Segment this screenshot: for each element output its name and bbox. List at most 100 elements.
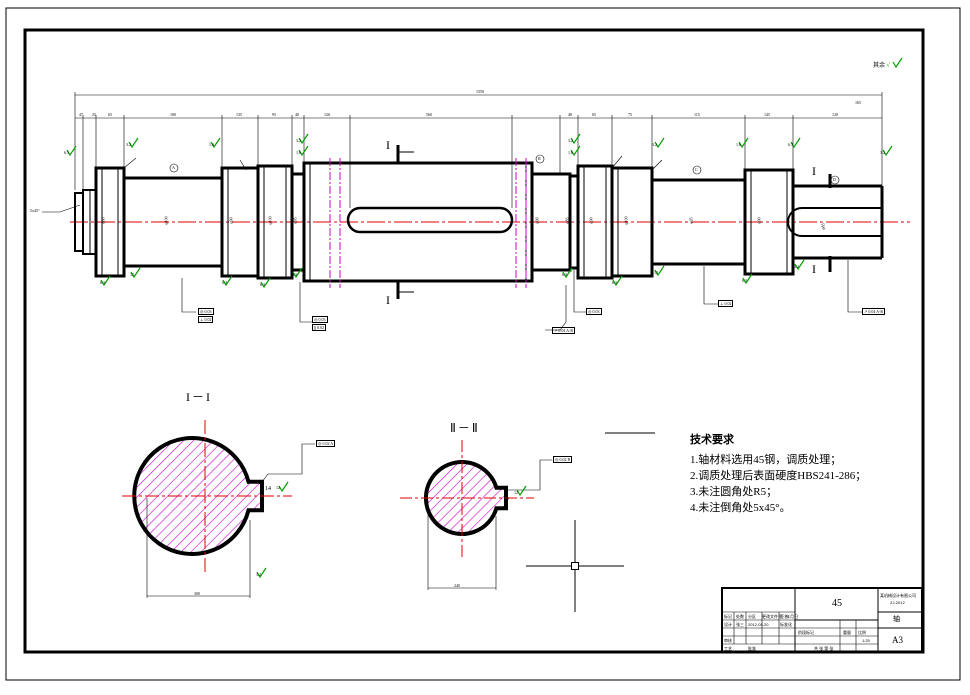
roughness-value: 6.3 xyxy=(292,272,297,277)
roughness-value: 6.3 xyxy=(260,282,265,287)
title-header-cell: 标记 xyxy=(724,614,732,619)
title-header-cell: 处数 xyxy=(736,614,744,619)
diameter-label: φ100 xyxy=(623,216,629,225)
tolerance-frame: ⊥ 0.02 xyxy=(198,316,214,323)
chamfer-note: 5x45° xyxy=(30,208,40,213)
title-company: 某机械设计有限公司 xyxy=(880,593,916,598)
roughness-check-icon xyxy=(130,267,141,279)
roughness-check-icon xyxy=(562,267,573,279)
roughness-check-icon xyxy=(66,145,77,157)
title-header-cell: 签名 xyxy=(780,614,788,619)
roughness-check-icon xyxy=(128,137,139,149)
title-stage-label: 重量 xyxy=(843,630,851,635)
roughness-check-icon xyxy=(654,137,665,149)
section-2-roughness: 12 xyxy=(514,490,518,495)
diameter-label: φ85 xyxy=(820,223,826,230)
requirement-item: 4.未注倒角处5x45°。 xyxy=(690,502,791,514)
roughness-check-icon xyxy=(260,277,271,289)
roughness-check-icon xyxy=(882,145,893,157)
roughness-check-icon xyxy=(612,275,623,287)
title-material: 45 xyxy=(832,598,842,609)
shaft-body xyxy=(74,161,884,283)
segment-dim: 135 xyxy=(236,112,242,117)
roughness-check-icon xyxy=(790,137,801,149)
title-part-name: 轴 xyxy=(893,615,900,623)
roughness-check-icon xyxy=(292,267,303,279)
section-2-dim: 240 xyxy=(454,583,460,588)
datum-letter: A xyxy=(172,165,175,170)
datum-balloon xyxy=(169,163,179,173)
datum-balloons xyxy=(169,154,840,185)
cad-crosshair xyxy=(526,520,624,612)
roughness-check-icon xyxy=(298,145,309,157)
segment-dim: 25 xyxy=(92,112,96,117)
segment-dim: 65 xyxy=(108,112,112,117)
section-2-tolerance: ◎ 0.02 B xyxy=(553,456,573,463)
cut-mark-2-bottom: I xyxy=(812,262,818,276)
section-1-depth: 14 xyxy=(265,486,271,492)
corner-roughness-note: 其余 √ xyxy=(873,63,890,69)
title-stage-label: 阶段标记 xyxy=(798,630,814,635)
outer-frame xyxy=(5,7,961,681)
roughness-value: 1.6 xyxy=(736,142,741,147)
section-1-roughness-2: 3.2 xyxy=(256,572,261,577)
requirement-item: 2.调质处理后表面硬度HBS241-286； xyxy=(690,470,867,482)
gear-pitch-lines xyxy=(329,158,527,288)
roughness-value: 3.2 xyxy=(296,138,301,143)
title-block-lines xyxy=(721,587,923,653)
title-bottom-cell: 批准 xyxy=(748,646,756,651)
title-header-cell: 分区 xyxy=(748,614,756,619)
diameter-label: φ90 xyxy=(228,217,234,224)
tolerance-frame: ↗ 0.04 A-B xyxy=(862,308,886,315)
diameter-label: φ95 xyxy=(292,217,298,224)
roughness-check-icon xyxy=(256,567,267,579)
datum-balloon xyxy=(692,165,702,175)
roughness-check-icon xyxy=(742,273,753,285)
inner-frame xyxy=(23,28,925,654)
roughness-check-icon xyxy=(210,137,221,149)
segment-dim: 180 xyxy=(170,112,176,117)
title-header-cell: 年月日 xyxy=(786,614,798,619)
diameter-label: φ90 xyxy=(756,217,762,224)
roughness-check-icon xyxy=(654,265,665,277)
roughness-check-icon xyxy=(738,137,749,149)
datum-balloon xyxy=(830,175,840,185)
title-bottom-cell: 共 张 第 张 xyxy=(814,646,834,651)
segment-dim: 560 xyxy=(426,112,432,117)
roughness-check-icon xyxy=(516,485,527,497)
roughness-value: 6.3 xyxy=(612,280,617,285)
datum-letter: D xyxy=(833,177,836,182)
segment-dim: 115 xyxy=(694,112,700,117)
roughness-check-icon xyxy=(794,259,805,271)
tolerance-frame: ↗ 0.04 A-B xyxy=(552,327,576,334)
section-1 xyxy=(122,420,315,598)
title-stage-label: 比例 xyxy=(858,630,866,635)
segment-dim: 120 xyxy=(832,112,838,117)
cut-mark-1-top: I xyxy=(386,138,392,152)
segment-dim: 165 xyxy=(855,100,861,105)
diameter-label: φ90 xyxy=(588,217,594,224)
segment-dim: 126 xyxy=(324,112,330,117)
section-1-label: I－I xyxy=(186,390,212,404)
roughness-value: 6.3 xyxy=(562,272,567,277)
section-1-dim: 300 xyxy=(194,591,200,596)
roughness-check-icon xyxy=(298,133,309,145)
roughness-check-icon xyxy=(570,133,581,145)
roughness-value: 6.3 xyxy=(64,150,69,155)
roughness-value: 3.2 xyxy=(652,142,657,147)
tolerance-frame: ⊥ 0.02 xyxy=(718,300,734,307)
roughness-check-icon xyxy=(278,481,289,493)
datum-letter: B xyxy=(538,156,541,161)
requirements-title: 技术要求 xyxy=(690,434,734,446)
segment-dim: 75 xyxy=(628,112,632,117)
roughness-value: 6.3 xyxy=(788,142,793,147)
roughness-check-icon xyxy=(222,275,233,287)
diameter-label: φ90 xyxy=(534,217,540,224)
leader-lines xyxy=(42,155,862,331)
cut-plane-marks xyxy=(396,145,832,299)
roughness-value: 3.2 xyxy=(126,142,131,147)
roughness-value: 3.2 xyxy=(794,264,799,269)
section-2-depth: 10 xyxy=(505,496,509,501)
cut-mark-1-bottom: I xyxy=(386,293,392,307)
